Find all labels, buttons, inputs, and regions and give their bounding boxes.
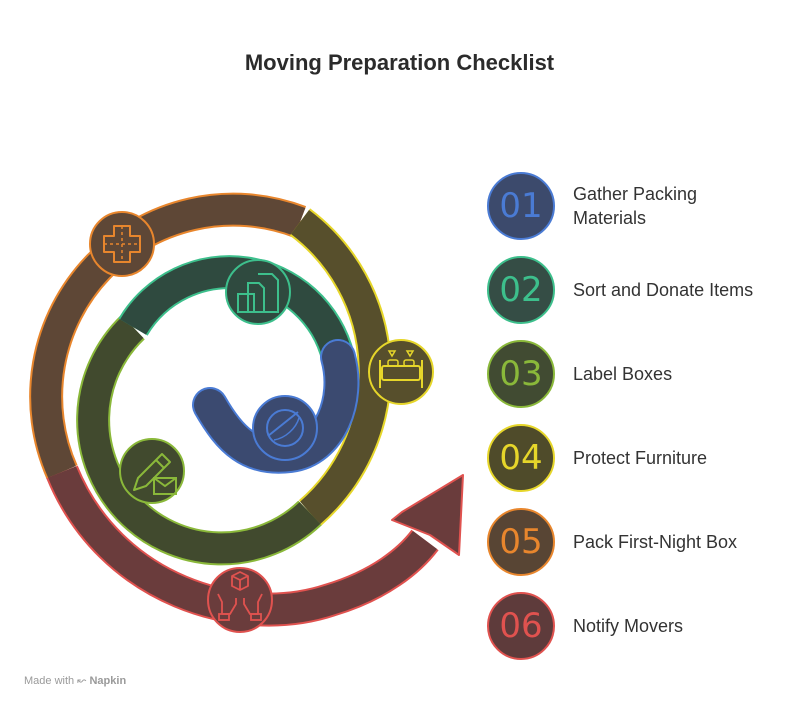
step-label-03: Label Boxes — [573, 362, 793, 386]
step-label-line1: Label Boxes — [573, 364, 673, 384]
step-label-line1: Protect Furniture — [573, 448, 708, 468]
brand-name: Napkin — [89, 675, 127, 687]
step-label-06: Notify Movers — [573, 614, 793, 638]
step-number-01: 01 — [487, 172, 555, 240]
footer-credit: Made with ↜ Napkin — [24, 674, 126, 687]
documents-icon — [225, 259, 291, 325]
step-number-06: 06 — [487, 592, 555, 660]
step-label-02: Sort and Donate Items — [573, 278, 793, 302]
step-number-04: 04 — [487, 424, 555, 492]
hands-box-icon — [207, 567, 273, 633]
step-number-02: 02 — [487, 256, 555, 324]
made-with-label: Made with — [24, 675, 75, 687]
step-label-04: Protect Furniture — [573, 446, 793, 470]
page-title: Moving Preparation Checklist — [244, 50, 555, 75]
bed-icon — [368, 339, 434, 405]
step-label-line1: Pack First-Night Box — [573, 532, 738, 552]
napkin-logo-icon: ↜ — [77, 675, 87, 687]
step-label-line1: Sort and Donate Items — [573, 280, 754, 300]
boxes-icon — [252, 395, 318, 461]
step-label-line1: Gather Packing — [573, 184, 698, 204]
step-label-line2: Materials — [573, 208, 647, 228]
first-aid-icon — [89, 211, 155, 277]
pencil-envelope-icon — [119, 438, 185, 504]
step-label-05: Pack First-Night Box — [573, 530, 793, 554]
step-number-05: 05 — [487, 508, 555, 576]
step-number-03: 03 — [487, 340, 555, 408]
arrow-head — [391, 474, 464, 556]
step-label-line1: Notify Movers — [573, 616, 684, 636]
